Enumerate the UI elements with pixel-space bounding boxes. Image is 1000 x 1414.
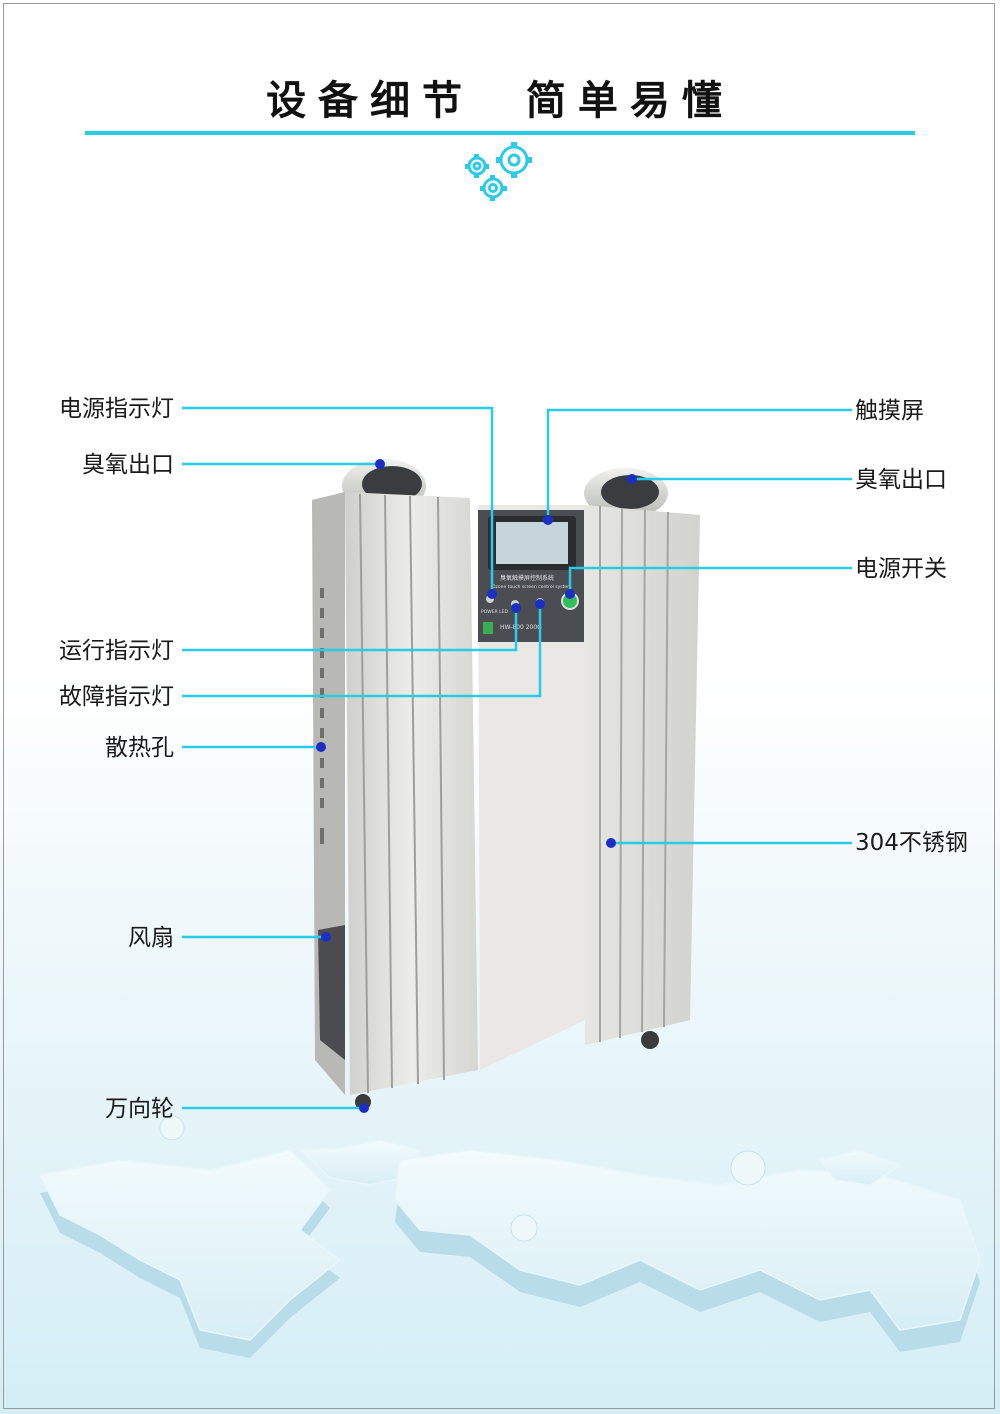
marker-touch-screen (543, 515, 553, 525)
label-power-switch: 电源开关 (855, 556, 947, 582)
label-touch-screen: 触摸屏 (855, 398, 924, 424)
marker-ozone-outlet-right (627, 474, 637, 484)
leader-fault-indicator (182, 604, 542, 698)
leader-run-indicator (182, 608, 518, 652)
leader-power-indicator (182, 406, 494, 594)
marker-vent-holes (316, 742, 326, 752)
label-run-indicator: 运行指示灯 (59, 638, 174, 664)
label-casters: 万向轮 (105, 1096, 174, 1122)
label-fan: 风扇 (128, 925, 174, 951)
label-fault-indicator: 故障指示灯 (59, 684, 174, 710)
label-stainless-steel: 304不锈钢 (855, 830, 968, 856)
headline: 设备细节 简单易懂 (266, 78, 734, 124)
leader-touch-screen (546, 408, 852, 520)
marker-ozone-outlet-left (375, 459, 385, 469)
panel-model: HW-800 200G (500, 624, 542, 631)
label-ozone-outlet-right: 臭氧出口 (855, 467, 947, 493)
marker-fault-indicator (535, 599, 545, 609)
leader-power-switch (568, 566, 852, 594)
marker-run-indicator (511, 603, 521, 613)
marker-power-switch (565, 589, 575, 599)
headline-rule (85, 131, 915, 135)
marker-power-indicator (487, 589, 497, 599)
label-ozone-outlet-left: 臭氧出口 (82, 452, 174, 478)
panel-system-name-en: Ozone touch screen control system (492, 584, 572, 590)
marker-fan (321, 932, 331, 942)
label-power-indicator: 电源指示灯 (59, 396, 174, 422)
marker-stainless-steel (606, 838, 616, 848)
panel-power-led: POWER LED (481, 609, 508, 615)
marker-casters (359, 1103, 369, 1113)
panel-system-name: 臭氧触摸屏控制系统 (500, 574, 554, 582)
gears-icon (465, 142, 532, 201)
label-vent-holes: 散热孔 (105, 735, 174, 761)
